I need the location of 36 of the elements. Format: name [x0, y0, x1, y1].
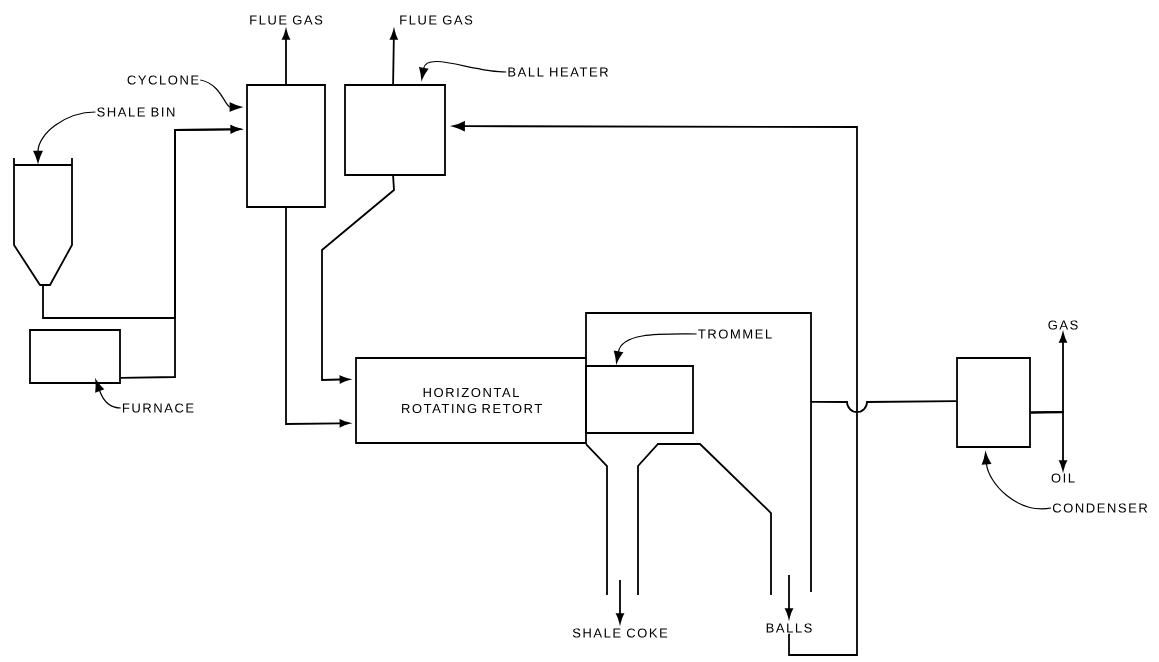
part-label: CONDENSER	[1052, 503, 1148, 513]
part-label: SHALE BIN	[97, 107, 175, 117]
cyclone-box	[246, 84, 326, 208]
part-label: TROMMEL	[698, 329, 772, 339]
outlet-arrow	[616, 579, 624, 624]
shale-bin-drawing	[13, 157, 73, 286]
leader-line	[33, 111, 96, 163]
stream-label: SHALE COKE	[572, 628, 668, 638]
outlet-arrow	[785, 574, 793, 619]
trommel-box	[585, 365, 694, 434]
leader-line	[613, 333, 698, 364]
leader-line	[419, 61, 507, 80]
trommel-housing-drawing	[585, 312, 812, 596]
pipe-arrow	[285, 207, 350, 428]
pipe-arrow	[1030, 411, 1067, 471]
condenser-box	[956, 357, 1031, 448]
stream-label: BALLS	[766, 623, 812, 633]
pipe-arrow	[452, 121, 858, 656]
part-label: BALL HEATER	[508, 67, 608, 77]
leader-line	[199, 79, 242, 112]
leader-line	[95, 379, 122, 409]
stream-label: FLUE GAS	[250, 15, 323, 25]
pipe-arrow	[120, 125, 241, 379]
pipe-arrow	[389, 29, 398, 85]
part-label: CYCLONE	[127, 75, 199, 85]
ball-heater-box	[344, 84, 446, 176]
pipe-arrow	[321, 175, 395, 384]
retort-box: HORIZONTAL ROTATING RETORT	[355, 357, 587, 444]
stream-label: OIL	[1051, 473, 1075, 483]
furnace-box	[29, 329, 121, 384]
leader-line	[981, 452, 1052, 510]
part-label: FURNACE	[122, 403, 194, 413]
pipe-arrow	[282, 29, 290, 85]
pipe	[810, 400, 957, 413]
stream-label: FLUE GAS	[400, 15, 473, 25]
stream-label: GAS	[1048, 320, 1078, 330]
